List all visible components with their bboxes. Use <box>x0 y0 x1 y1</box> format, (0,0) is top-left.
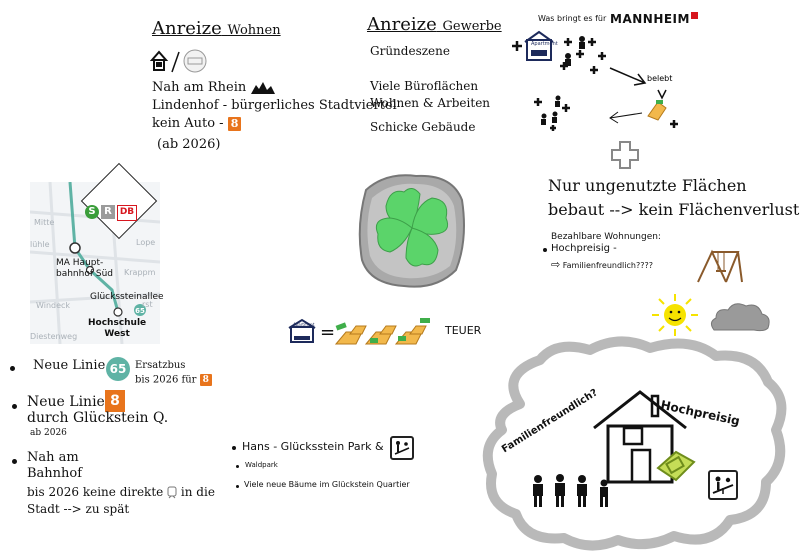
map-stop-hbf-line2: bahnhof Süd <box>56 269 114 279</box>
gold-bars-row-icon <box>334 318 430 345</box>
map-label-luehle: lühle <box>30 240 50 249</box>
line-8-badge: 8 <box>105 390 125 412</box>
note-bullet-1 <box>10 366 15 371</box>
flaechen-item-1: Hochpreisig - <box>551 243 617 254</box>
gold-coin-stack-icon <box>656 450 696 482</box>
wohnen-line3-text: kein Auto - <box>152 116 224 131</box>
note-1-text: Neue Linie <box>33 358 106 373</box>
arrow-right-down-icon <box>609 67 647 86</box>
flaechen-item-2: ⇨ Familienfreundlich???? <box>551 258 653 271</box>
note-1-tram-8-badge: 8 <box>199 374 212 386</box>
playground-icon <box>390 436 414 460</box>
mannheim-question: Was bringt es für <box>538 14 607 23</box>
park-item-3: Viele neue Bäume im Glückstein Quartier <box>244 480 410 489</box>
map-label-rst: rst <box>142 300 153 309</box>
flaechen-subtitle: Bezahlbare Wohnungen: <box>551 232 661 242</box>
gewerbe-item-1: Gründeszene <box>370 44 450 58</box>
sun-icon <box>652 294 698 336</box>
arrow-left-icon <box>609 111 643 124</box>
swing-icon <box>697 249 743 283</box>
map-stop-gluecksstein: Glückssteinallee <box>90 292 164 302</box>
tram-8-badge: 8 <box>227 116 242 131</box>
apartment-label: Apartment <box>531 41 558 47</box>
park-bullet-1 <box>232 446 236 450</box>
equals-sign: = <box>320 322 336 343</box>
wohnen-line4: (ab 2026) <box>157 137 221 152</box>
hand-wave-icon <box>251 81 276 94</box>
note-3-line3b-text: in die <box>180 485 215 499</box>
wohnen-title-sub: Wohnen <box>227 23 281 38</box>
apartment-small-icon <box>288 318 316 343</box>
note-3-line3-text: bis 2026 keine direkte <box>27 485 164 499</box>
apartment-icon <box>524 30 554 61</box>
park-item-2: Waldpark <box>245 461 278 469</box>
map-stop-hochschule-line1: Hochschule <box>88 318 147 328</box>
gewerbe-item-3: Wohnen & Arbeiten <box>370 96 491 110</box>
mannheim-logo-mark <box>690 12 698 19</box>
wohnen-line1: Nah am Rhein <box>152 80 276 95</box>
mannheim-logo-text: MANNHEIM <box>610 12 690 26</box>
note-bullet-2 <box>12 404 17 409</box>
map-label-diestenweg: Diestenweg <box>30 332 78 341</box>
flaechen-heading-1: Nur ungenutzte Flächen <box>548 176 747 195</box>
wohnen-line2: Lindenhof - bürgerliches Stadtviertel <box>152 98 397 113</box>
mannheim-diagram: Apartment belebt <box>512 30 678 131</box>
check-mark-icon <box>657 89 667 100</box>
note-1-ersatzbus: Ersatzbus <box>135 360 186 371</box>
regional-badge: R <box>101 205 115 219</box>
cloud-icon <box>710 303 770 332</box>
mannheim-logo: MANNHEIM <box>610 12 698 26</box>
big-plus-icon <box>611 141 639 169</box>
map-stop-hochschule-line2: West <box>104 329 130 339</box>
wohnen-line3: kein Auto - 8 <box>152 116 242 131</box>
arrow-right-icon: ⇨ <box>551 258 561 271</box>
map-stop-hbf-line1: MA Haupt- <box>56 258 104 268</box>
note-2-line3: ab 2026 <box>30 428 67 438</box>
note-2-line2: durch Glückstein Q. <box>27 410 169 426</box>
note-bullet-3 <box>12 459 17 464</box>
map-stop-hbf: MA Haupt- bahnhof Süd <box>56 258 113 280</box>
map-line-65-badge: 65 <box>135 307 145 315</box>
belebt-label: belebt <box>647 74 672 83</box>
note-1-bis2026-text: bis 2026 für <box>135 374 197 386</box>
house-icon <box>593 390 687 484</box>
gewerbe-title-sub: Gewerbe <box>442 19 502 34</box>
playground-icon-cloud <box>708 470 738 500</box>
map-label-krappm: Krappm <box>124 268 156 277</box>
flaechen-item-2-text: Familienfreundlich???? <box>562 261 653 270</box>
teuer-label: TEUER <box>445 324 482 337</box>
note-3-line4: Stadt --> zu spät <box>27 502 130 516</box>
wohnen-title: Anreize Wohnen <box>152 18 281 39</box>
apartment-small-label: Apartment <box>293 322 315 327</box>
park-item-1: Hans - Glücksstein Park & <box>242 440 384 453</box>
house-train-icon <box>149 48 210 74</box>
clover-stone-image <box>358 174 465 288</box>
flaechen-heading-2: bebaut --> kein Flächenverlust <box>548 200 800 219</box>
gold-bars-icon <box>647 100 667 121</box>
note-3-line3: bis 2026 keine direkte in die <box>27 485 215 499</box>
note-3-line1: Nah am <box>27 450 79 465</box>
map-label-windeck: Windeck <box>36 301 71 310</box>
note-2-line1: Neue Linie <box>27 394 105 410</box>
gewerbe-item-2: Viele Büroflächen <box>370 79 479 93</box>
flaechen-bullet <box>543 248 547 252</box>
tram-icon <box>167 486 177 499</box>
map-label-lope: Lope <box>136 238 156 247</box>
db-badge: DB <box>117 205 137 221</box>
s-bahn-badge: S <box>85 205 99 219</box>
park-bullet-2 <box>236 465 239 468</box>
gewerbe-title-main: Anreize <box>367 14 437 35</box>
wohnen-title-main: Anreize <box>152 18 222 39</box>
park-bullet-3 <box>236 485 239 488</box>
line-65-badge: 65 <box>106 357 130 381</box>
people-icon <box>541 36 585 125</box>
family-icon <box>533 474 608 507</box>
map-stop-hochschule: Hochschule West <box>88 318 146 340</box>
gewerbe-title: Anreize Gewerbe <box>367 14 502 35</box>
gewerbe-item-4: Schicke Gebäude <box>370 120 476 134</box>
note-3-line2: Bahnhof <box>27 466 83 481</box>
wohnen-line1-text: Nah am Rhein <box>152 80 247 95</box>
note-1-bis2026: bis 2026 für 8 <box>135 374 212 386</box>
map-label-mitte: Mitte <box>34 218 55 227</box>
